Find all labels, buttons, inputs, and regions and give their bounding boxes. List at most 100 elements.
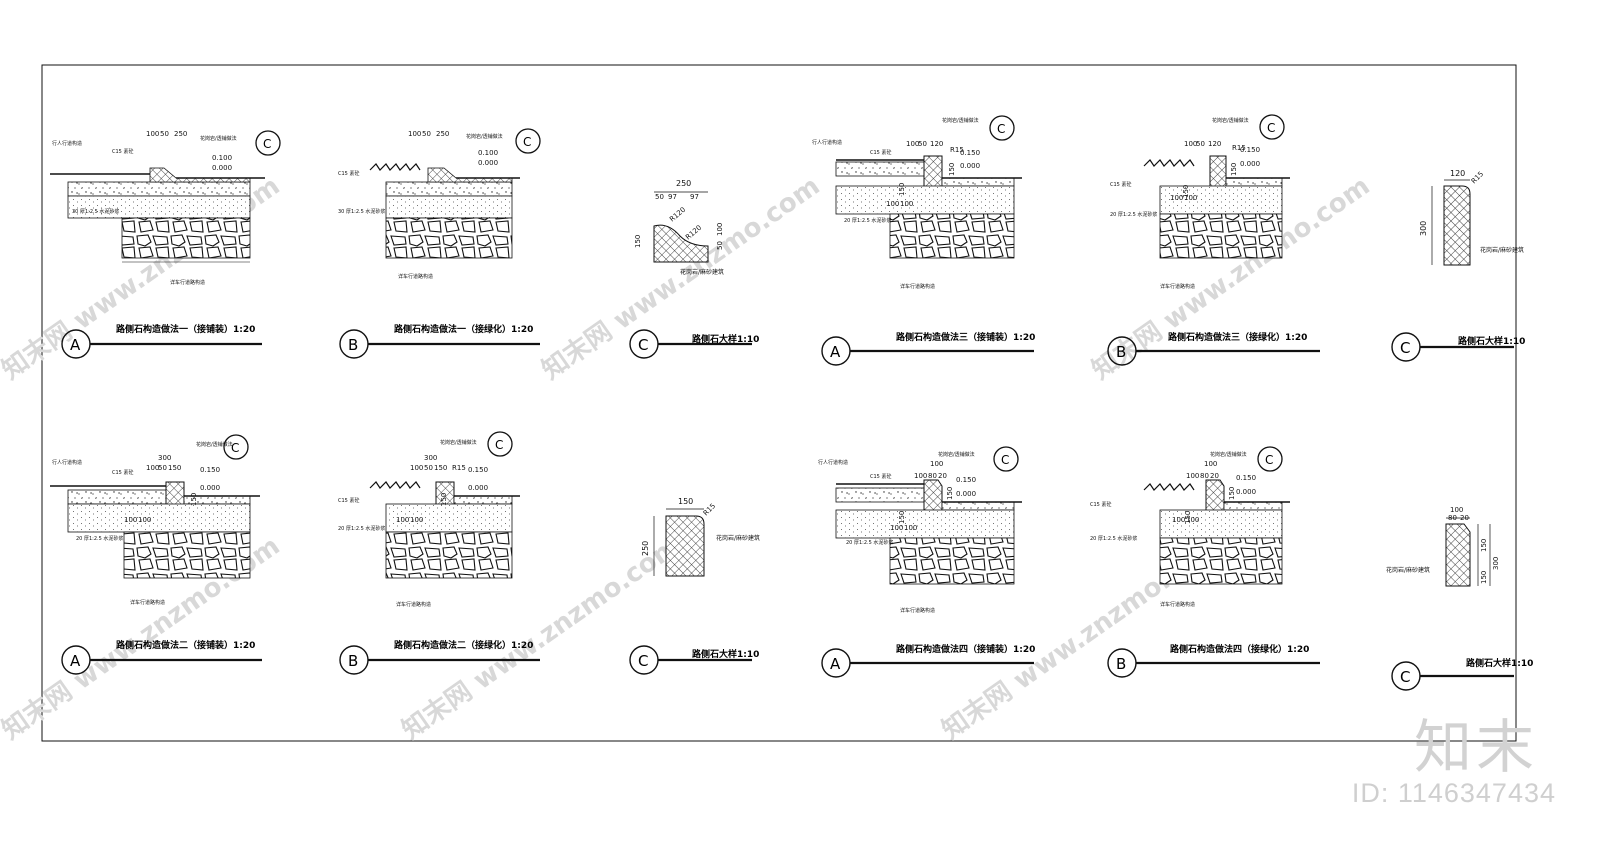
note-top: 花岗岩/透铺做法 (440, 439, 477, 446)
dim-label: 100 (408, 130, 421, 138)
dim-label: 300 (158, 454, 171, 462)
detail-title: 路侧石构造做法一（接铺装）1:20 (116, 323, 255, 335)
dim-label: 97 (690, 193, 699, 201)
note-left: C15 素砼 (1090, 501, 1111, 508)
section-b-method-3: 100 50 120 R15 0.150 0.000 150 150 100 1… (1107, 114, 1320, 366)
note-left: C15 素砼 (870, 149, 891, 156)
dim-label: 150 (898, 511, 906, 524)
dim-label: 80 (928, 472, 937, 480)
callout-letter: C (231, 441, 239, 455)
note-bottom: 详车行道路构造 (130, 599, 165, 606)
diagonal-watermark: 知末网 www.znzmo.com (537, 171, 826, 386)
title-letter: A (830, 343, 841, 361)
elev-label: 0.000 (212, 164, 232, 172)
detail-title: 路侧石大样1:10 (1466, 657, 1533, 669)
brand-watermark: 知末 (1413, 713, 1538, 781)
dim-label: 100 (138, 516, 151, 524)
callout-circle (487, 431, 513, 457)
dim-label: 150 (1230, 163, 1238, 176)
dim-label: 100 (1172, 516, 1185, 524)
note-left: 20 厚1:2.5 水泥砂浆 (844, 217, 891, 224)
elev-label: 0.000 (478, 159, 498, 167)
note-label: 花岗岩/麻砂建筑 (680, 268, 724, 276)
dim-label: 150 (1182, 185, 1190, 198)
elev-label: 0.100 (212, 154, 232, 162)
dim-label: 50 (424, 464, 433, 472)
note-bottom: 详车行道路构造 (398, 273, 433, 280)
dim-label: 100 (886, 200, 899, 208)
callout-circle (1259, 114, 1285, 140)
callout-circle (1257, 446, 1283, 472)
dim-label: 300 (424, 454, 437, 462)
elev-label: 0.150 (1240, 146, 1260, 154)
detail-c-2: 120 R15 300 花岗岩/麻砂建筑 C 路侧石大样1:10 (1391, 169, 1525, 362)
elev-label: 0.000 (956, 490, 976, 498)
detail-c-1: 250 50 97 97 R120 R120 150 50 100 花岗岩/麻砂… (629, 179, 759, 359)
detail-title: 路侧石构造做法三（接铺装）1:20 (896, 331, 1035, 343)
dim-label: 100 (146, 130, 159, 138)
dim-label: 50 (655, 193, 664, 201)
note-left: 20 厚1:2.5 水泥砂浆 (1110, 211, 1157, 218)
detail-title: 路侧石大样1:10 (692, 333, 759, 345)
dim-label: 80 (1200, 472, 1209, 480)
dim-label: 150 (440, 493, 448, 506)
note-left: 30 厚1:2.5 水泥砂浆 (338, 208, 385, 215)
title-letter: C (638, 336, 648, 354)
note-top: 花岗岩/透铺做法 (1210, 451, 1247, 458)
dim-label: 150 (434, 464, 447, 472)
dim-label: R120 (668, 206, 687, 224)
title-letter: C (1400, 339, 1410, 357)
dim-label: 150 (1228, 487, 1236, 500)
title-letter: A (70, 336, 81, 354)
dim-label: 150 (948, 163, 956, 176)
callout-letter: C (263, 137, 271, 151)
dim-label: 150 (634, 235, 642, 248)
note-left: C15 素砼 (1110, 181, 1131, 188)
detail-title: 路侧石构造做法三（接绿化）1:20 (1168, 331, 1307, 343)
callout-letter: C (997, 122, 1005, 136)
title-letter: A (70, 652, 81, 670)
elev-label: 0.000 (200, 484, 220, 492)
dim-label: 100 (410, 516, 423, 524)
title-letter: B (1116, 343, 1126, 361)
note-left: 20 厚1:2.5 水泥砂浆 (76, 535, 123, 542)
note-bottom: 详车行道路构造 (900, 607, 935, 614)
section-a-method-3: 100 50 120 R15 0.150 0.000 150 150 100 1… (812, 115, 1035, 366)
section-a-method-1: 100 50 250 0.100 0.000 花岗岩/透铺做法 行人行道构造 C… (50, 130, 281, 359)
dim-label: 250 (641, 541, 650, 556)
detail-title: 路侧石大样1:10 (692, 648, 759, 660)
note-top: 花岗岩/透铺做法 (1212, 117, 1249, 124)
dim-label: 50 (422, 130, 431, 138)
note-top: 花岗岩/透铺做法 (938, 451, 975, 458)
detail-title: 路侧石大样1:10 (1458, 335, 1525, 347)
dim-label: 250 (676, 179, 691, 188)
dim-label: 100 (716, 223, 724, 236)
title-letter: B (348, 652, 358, 670)
dim-label: 150 (678, 497, 693, 506)
title-letter: B (1116, 655, 1126, 673)
note-left: 行人行道构造 (812, 139, 842, 146)
section-b-method-4: 100 100 80 20 0.150 0.000 150 150 100 10… (1090, 446, 1320, 678)
dim-label: 250 (174, 130, 187, 138)
dim-label: 50 (158, 464, 167, 472)
section-b-method-2: 300 100 50 150 R15 0.150 0.000 150 100 1… (338, 431, 540, 675)
dim-label: 150 (1184, 511, 1192, 524)
dim-label: 20 (1210, 472, 1219, 480)
callout-letter: C (1267, 121, 1275, 135)
dim-label: 150 (190, 493, 198, 506)
note-left: 行人行道构造 (818, 459, 848, 466)
note-bottom: 详车行道路构造 (1160, 601, 1195, 608)
section-a-method-2: 300 100 50 150 0.150 0.000 150 100 100 花… (50, 434, 262, 675)
note-left: 30 厚1:2.5 水泥砂浆 (72, 208, 119, 215)
dim-label: 100 (900, 200, 913, 208)
dim-label: 50 (160, 130, 169, 138)
detail-title: 路侧石构造做法四（接铺装）1:20 (896, 643, 1035, 655)
dim-label: 120 (1208, 140, 1221, 148)
dim-label: 50 (918, 140, 927, 148)
sheet-border (41, 64, 1517, 742)
dim-label: 100 (410, 464, 423, 472)
note-left: 20 厚1:2.5 水泥砂浆 (846, 539, 893, 546)
note-top: 花岗岩/透铺做法 (466, 133, 503, 140)
elev-label: 0.150 (200, 466, 220, 474)
dim-label: 100 (146, 464, 159, 472)
